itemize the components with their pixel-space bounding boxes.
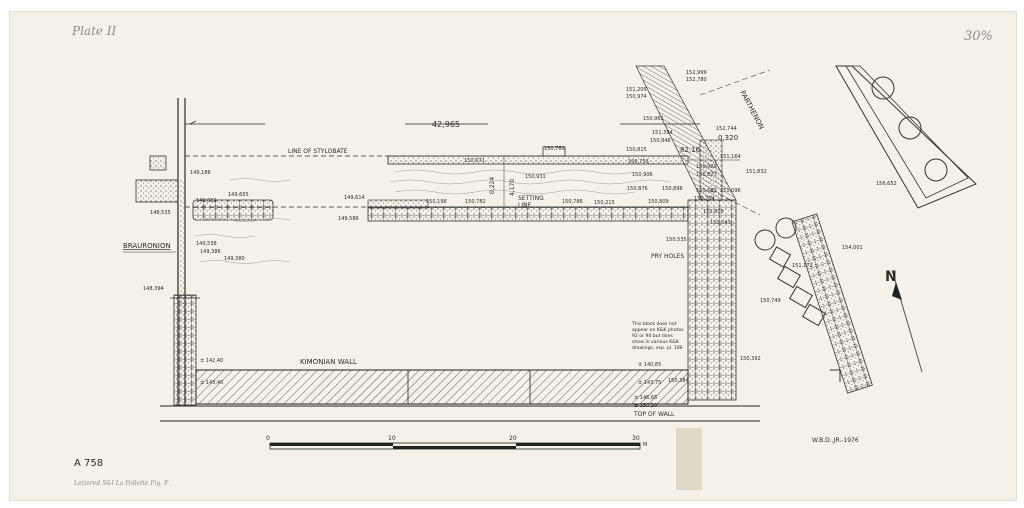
svg-text:150,929: 150,929 <box>696 164 717 170</box>
ruin-blocks <box>754 213 873 394</box>
svg-text:150,809: 150,809 <box>648 199 669 205</box>
svg-text:152,999: 152,999 <box>686 70 707 76</box>
svg-text:150,931: 150,931 <box>525 174 546 180</box>
svg-text:This block does not: This block does not <box>631 321 677 327</box>
svg-text:149,614: 149,614 <box>344 195 365 201</box>
parthenon-steps <box>635 65 771 216</box>
offset-0320: 0,320 <box>718 134 738 142</box>
svg-text:± 150,20: ± 150,20 <box>634 403 657 409</box>
offset-8216: 82,16 <box>680 146 701 154</box>
line-of-stylobate-label: LINE OF STYLOBATE <box>288 148 348 155</box>
svg-text:150,753: 150,753 <box>628 159 649 165</box>
brauronion-label: BRAURONION <box>123 242 171 250</box>
offset-4170: 4,170 <box>509 179 516 196</box>
svg-text:149,186: 149,186 <box>190 170 211 176</box>
svg-text:148,535: 148,535 <box>150 210 171 216</box>
svg-text:150,896: 150,896 <box>662 186 683 192</box>
svg-text:20: 20 <box>509 435 517 442</box>
svg-text:± 143,75: ± 143,75 <box>638 380 661 386</box>
svg-text:149,002: 149,002 <box>196 198 217 204</box>
svg-text:± 146,65: ± 146,65 <box>634 395 657 401</box>
svg-text:150,815: 150,815 <box>626 147 647 153</box>
svg-text:M: M <box>643 442 647 448</box>
svg-text:150,876: 150,876 <box>627 186 648 192</box>
svg-text:10: 10 <box>388 435 396 442</box>
east-wall <box>687 139 740 401</box>
svg-text:149,665: 149,665 <box>228 192 249 198</box>
svg-text:151,394: 151,394 <box>652 130 673 136</box>
svg-text:150,543: 150,543 <box>710 220 731 226</box>
svg-text:92 or 94 but does: 92 or 94 but does <box>632 333 673 339</box>
svg-text:150,877: 150,877 <box>696 172 717 178</box>
svg-text:150,808: 150,808 <box>703 209 724 215</box>
top-of-wall-label: TOP OF WALL <box>633 411 675 418</box>
scale-note: 30% <box>964 29 993 44</box>
svg-text:148,394: 148,394 <box>143 286 164 292</box>
block-note: This block does not appear on K&K photos… <box>631 321 684 351</box>
svg-text:150,704: 150,704 <box>694 196 715 202</box>
svg-text:150,848: 150,848 <box>650 138 671 144</box>
svg-text:151,173: 151,173 <box>792 263 813 269</box>
svg-text:0: 0 <box>266 435 270 442</box>
svg-text:150,974: 150,974 <box>626 94 647 100</box>
overall-dimension: 42,965 <box>189 120 700 129</box>
scale-bar: 0 10 20 30 M <box>266 435 647 450</box>
svg-text:150,760: 150,760 <box>544 146 565 152</box>
colonnade <box>835 65 977 209</box>
svg-text:151,096: 151,096 <box>720 188 741 194</box>
svg-text:150,198: 150,198 <box>426 199 447 205</box>
svg-text:149,538: 149,538 <box>196 241 217 247</box>
plate-label: Plate II <box>71 24 117 38</box>
svg-text:drawings, esp. pl. 186: drawings, esp. pl. 186 <box>632 345 683 351</box>
svg-text:± 143,40: ± 143,40 <box>200 380 223 386</box>
archive-number: A 758 <box>74 458 103 469</box>
svg-text:152,744: 152,744 <box>716 126 737 132</box>
bedrock-texture <box>194 169 671 264</box>
north-arrow: N <box>885 269 923 373</box>
svg-text:± 140,85: ± 140,85 <box>638 362 661 368</box>
svg-text:149,386: 149,386 <box>200 249 221 255</box>
svg-text:150,392: 150,392 <box>740 356 761 362</box>
elevation-labels: 149,186 148,535 149,002 149,665 149,614 … <box>143 70 897 409</box>
svg-text:150,749: 150,749 <box>760 298 781 304</box>
svg-text:± 142,40: ± 142,40 <box>200 358 223 364</box>
kimonian-wall-label: KIMONIAN WALL <box>300 358 357 366</box>
setting-label-2: LINE <box>518 202 532 209</box>
svg-text:150,683: 150,683 <box>696 188 717 194</box>
svg-text:appear on K&K photos: appear on K&K photos <box>632 327 684 333</box>
svg-text:N: N <box>885 269 897 285</box>
parthenon-label: PARTHENON <box>738 89 765 131</box>
svg-text:151,205: 151,205 <box>626 87 647 93</box>
svg-text:151,832: 151,832 <box>746 169 767 175</box>
kimonian-wall <box>160 369 760 422</box>
author-credit: W.B.D.,JR.-1976 <box>812 437 859 444</box>
brauronion-west-wall <box>135 98 265 406</box>
svg-text:show in various K&K: show in various K&K <box>632 339 680 345</box>
svg-text:150,215: 150,215 <box>594 200 615 206</box>
offset-0224: 0,224 <box>489 177 496 194</box>
svg-text:150,786: 150,786 <box>562 199 583 205</box>
svg-text:152,780: 152,780 <box>686 77 707 83</box>
svg-text:156,652: 156,652 <box>876 181 897 187</box>
svg-text:150,384: 150,384 <box>668 378 689 384</box>
svg-text:150,671: 150,671 <box>464 158 485 164</box>
tape-mark <box>676 428 702 490</box>
pry-holes-label: PRY HOLES <box>651 253 684 260</box>
svg-text:150,906: 150,906 <box>632 172 653 178</box>
svg-text:150,535: 150,535 <box>666 237 687 243</box>
archive-note: Lettered S&I La Follette Fig. F <box>73 480 169 487</box>
svg-text:150,782: 150,782 <box>465 199 486 205</box>
svg-text:149,586: 149,586 <box>338 216 359 222</box>
svg-text:42,965: 42,965 <box>432 120 460 129</box>
setting-line-blocks <box>192 199 689 222</box>
svg-text:149,380: 149,380 <box>224 256 245 262</box>
svg-text:154,001: 154,001 <box>842 245 863 251</box>
svg-text:30: 30 <box>632 435 640 442</box>
svg-text:151,164: 151,164 <box>720 154 741 160</box>
svg-text:150,961: 150,961 <box>643 116 664 122</box>
setting-label-1: SETTING <box>518 195 544 202</box>
